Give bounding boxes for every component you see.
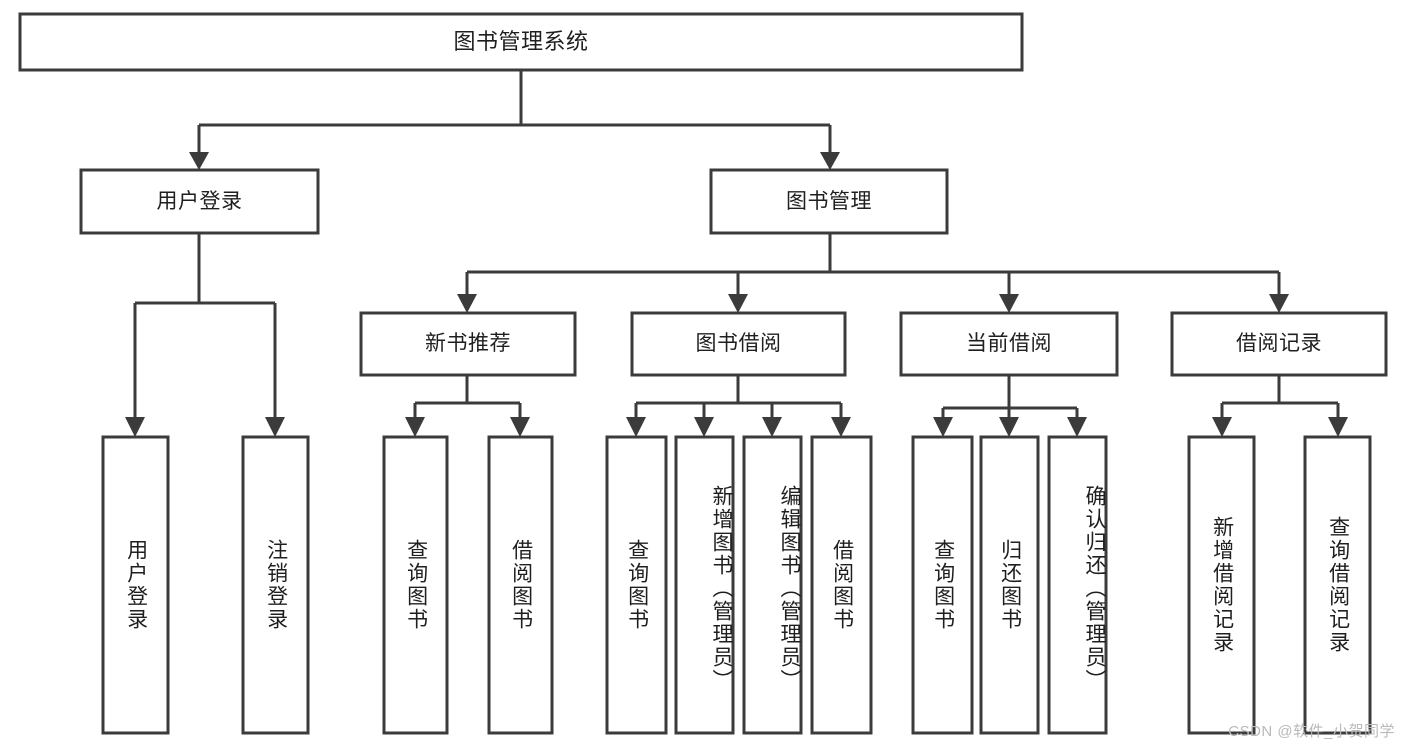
arrowhead-leaf-query-book-3 — [933, 417, 953, 437]
node-box-leaf-user-login[interactable] — [101, 435, 170, 735]
node-box-borrow-record[interactable] — [1170, 311, 1388, 377]
arrowhead-leaf-confirm-return — [1067, 417, 1087, 437]
edge-group-new-book-recommend — [405, 375, 530, 437]
arrowhead-leaf-borrow-book-2 — [831, 417, 851, 437]
arrowhead-leaf-query-record — [1328, 417, 1348, 437]
node-box-leaf-query-record[interactable] — [1303, 435, 1372, 735]
arrowhead-leaf-add-record — [1212, 417, 1232, 437]
node-box-book-borrow[interactable] — [630, 311, 847, 377]
node-box-leaf-query-book-3[interactable] — [911, 435, 974, 735]
arrowhead-leaf-user-login — [125, 417, 145, 437]
arrowhead-user-login — [189, 152, 209, 170]
node-box-new-book-recommend[interactable] — [359, 311, 577, 377]
arrowhead-leaf-add-book — [694, 417, 714, 437]
edge-group-user-login — [125, 233, 285, 437]
node-box-user-login[interactable] — [79, 168, 320, 235]
node-box-leaf-query-book-2[interactable] — [605, 435, 668, 735]
node-box-book-management[interactable] — [709, 168, 949, 235]
arrowhead-book-borrow — [728, 294, 748, 313]
node-box-current-borrow[interactable] — [899, 311, 1119, 377]
edge-group-borrow-record — [1212, 375, 1348, 437]
edge-group-book-management — [457, 233, 1289, 313]
node-box-leaf-return-book[interactable] — [979, 435, 1040, 735]
node-box-leaf-logout-login[interactable] — [241, 435, 310, 735]
arrowhead-leaf-return-book — [999, 417, 1019, 437]
edge-group-root — [189, 70, 840, 170]
arrowhead-leaf-borrow-book-1 — [510, 417, 530, 437]
node-box-leaf-add-record[interactable] — [1187, 435, 1256, 735]
node-box-leaf-borrow-book-1[interactable] — [487, 435, 554, 735]
arrowhead-borrow-record — [1269, 294, 1289, 313]
edge-group-book-borrow — [626, 375, 851, 437]
node-box-leaf-borrow-book-2[interactable] — [810, 435, 873, 735]
arrowhead-new-book-recommend — [457, 294, 477, 313]
node-box-leaf-add-book[interactable] — [674, 435, 735, 735]
arrowhead-leaf-query-book-1 — [405, 417, 425, 437]
edge-group-current-borrow — [933, 375, 1087, 437]
arrowhead-book-management — [820, 152, 840, 170]
arrowhead-leaf-query-book-2 — [626, 417, 646, 437]
node-box-leaf-confirm-return[interactable] — [1047, 435, 1108, 735]
node-box-leaf-query-book-1[interactable] — [382, 435, 449, 735]
arrowhead-leaf-logout-login — [265, 417, 285, 437]
node-box-root[interactable] — [18, 12, 1024, 72]
arrowhead-leaf-edit-book — [762, 417, 782, 437]
watermark-text: CSDN @软件_小贺同学 — [1228, 723, 1395, 740]
node-box-leaf-edit-book[interactable] — [742, 435, 803, 735]
arrowhead-current-borrow — [999, 294, 1019, 313]
